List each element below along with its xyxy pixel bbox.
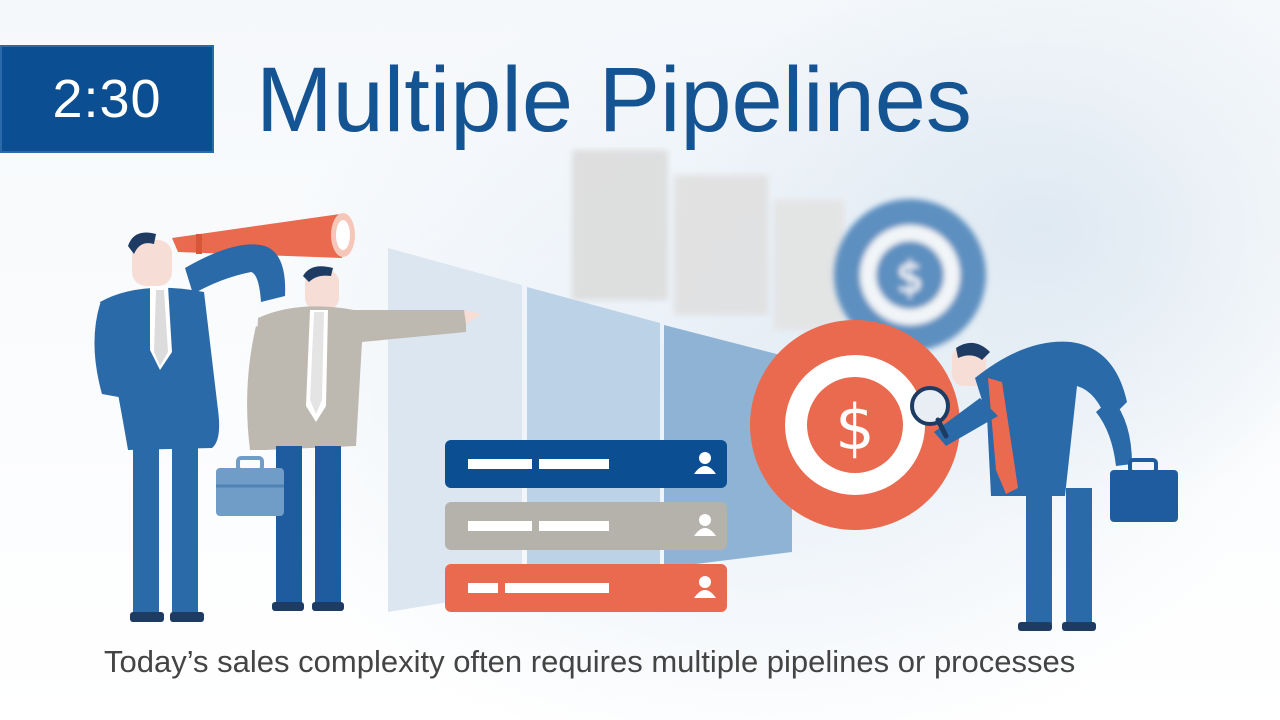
card-2-bar-a bbox=[468, 521, 532, 531]
pipeline-card-3 bbox=[445, 564, 727, 612]
card-2-bar-b bbox=[539, 521, 609, 531]
card-3-bar-a bbox=[468, 583, 498, 593]
user-icon bbox=[694, 576, 716, 598]
target-dollar-icon: $ bbox=[750, 320, 960, 530]
businessman-pointing-figure bbox=[216, 266, 482, 611]
magnifier-icon bbox=[910, 386, 950, 439]
card-1-bar-b bbox=[539, 459, 609, 469]
slide-caption: Today’s sales complexity often requires … bbox=[104, 644, 1076, 679]
timer-value: 2:30 bbox=[52, 69, 162, 129]
card-1-bar-a bbox=[468, 459, 532, 469]
background-panels bbox=[572, 150, 844, 330]
card-3-bar-b bbox=[505, 583, 609, 593]
pipeline-card-2 bbox=[445, 502, 727, 550]
dollar-sign: $ bbox=[835, 391, 874, 464]
briefcase-icon bbox=[1110, 458, 1178, 522]
timer-badge: 2:30 bbox=[0, 45, 214, 153]
briefcase-icon bbox=[216, 456, 284, 516]
slide-title: Multiple Pipelines bbox=[256, 49, 972, 151]
businessman-telescope-figure bbox=[94, 213, 355, 622]
businessman-magnifier-figure bbox=[910, 341, 1178, 631]
target-blurred-icon: $ bbox=[834, 199, 986, 351]
dollar-sign-blurred: $ bbox=[896, 252, 924, 303]
user-icon bbox=[694, 514, 716, 536]
pipeline-card-1 bbox=[445, 440, 727, 488]
user-icon bbox=[694, 452, 716, 474]
